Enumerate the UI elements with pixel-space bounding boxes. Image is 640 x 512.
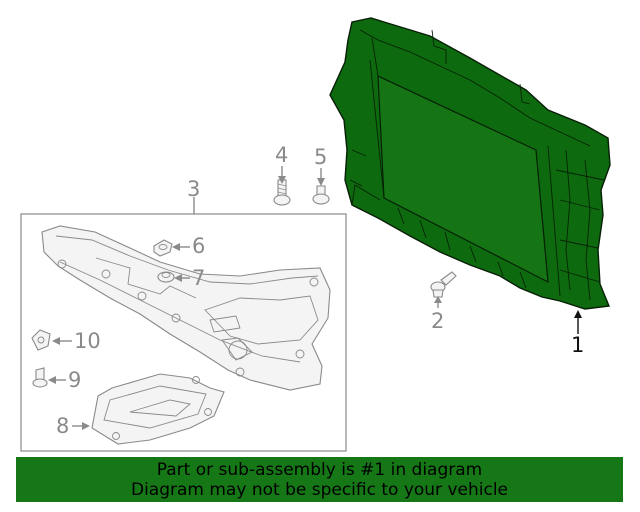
callout-2: 2 — [431, 309, 444, 333]
callout-6: 6 — [192, 234, 205, 258]
clip-nut-part[interactable] — [153, 239, 173, 257]
splash-shield-part[interactable] — [91, 373, 225, 445]
leader-lines — [48, 166, 582, 430]
callout-9: 9 — [68, 368, 81, 392]
callout-1: 1 — [571, 333, 584, 357]
parts-diagram: 1 2 3 4 5 6 7 8 9 10 — [20, 17, 611, 452]
bolt-part-4[interactable] — [273, 179, 291, 206]
square-nut-part[interactable] — [31, 329, 51, 351]
bolt-part-9[interactable] — [32, 367, 48, 388]
banner-line-2: Diagram may not be specific to your vehi… — [130, 480, 508, 500]
banner-line-1: Part or sub-assembly is #1 in diagram — [156, 460, 483, 480]
callout-7: 7 — [192, 266, 205, 290]
under-cover-group — [20, 213, 347, 452]
callout-4: 4 — [275, 143, 288, 167]
callout-10: 10 — [74, 329, 101, 353]
callout-3: 3 — [187, 177, 200, 201]
part-info-banner: Part or sub-assembly is #1 in diagram Di… — [16, 457, 623, 502]
push-clip-part[interactable] — [312, 185, 330, 205]
radiator-support-part[interactable] — [329, 17, 611, 310]
bolt-part-2[interactable] — [430, 271, 457, 298]
callout-5: 5 — [314, 145, 327, 169]
callout-8: 8 — [56, 414, 69, 438]
grommet-part[interactable] — [157, 271, 175, 283]
engine-under-cover-part[interactable] — [41, 225, 331, 391]
